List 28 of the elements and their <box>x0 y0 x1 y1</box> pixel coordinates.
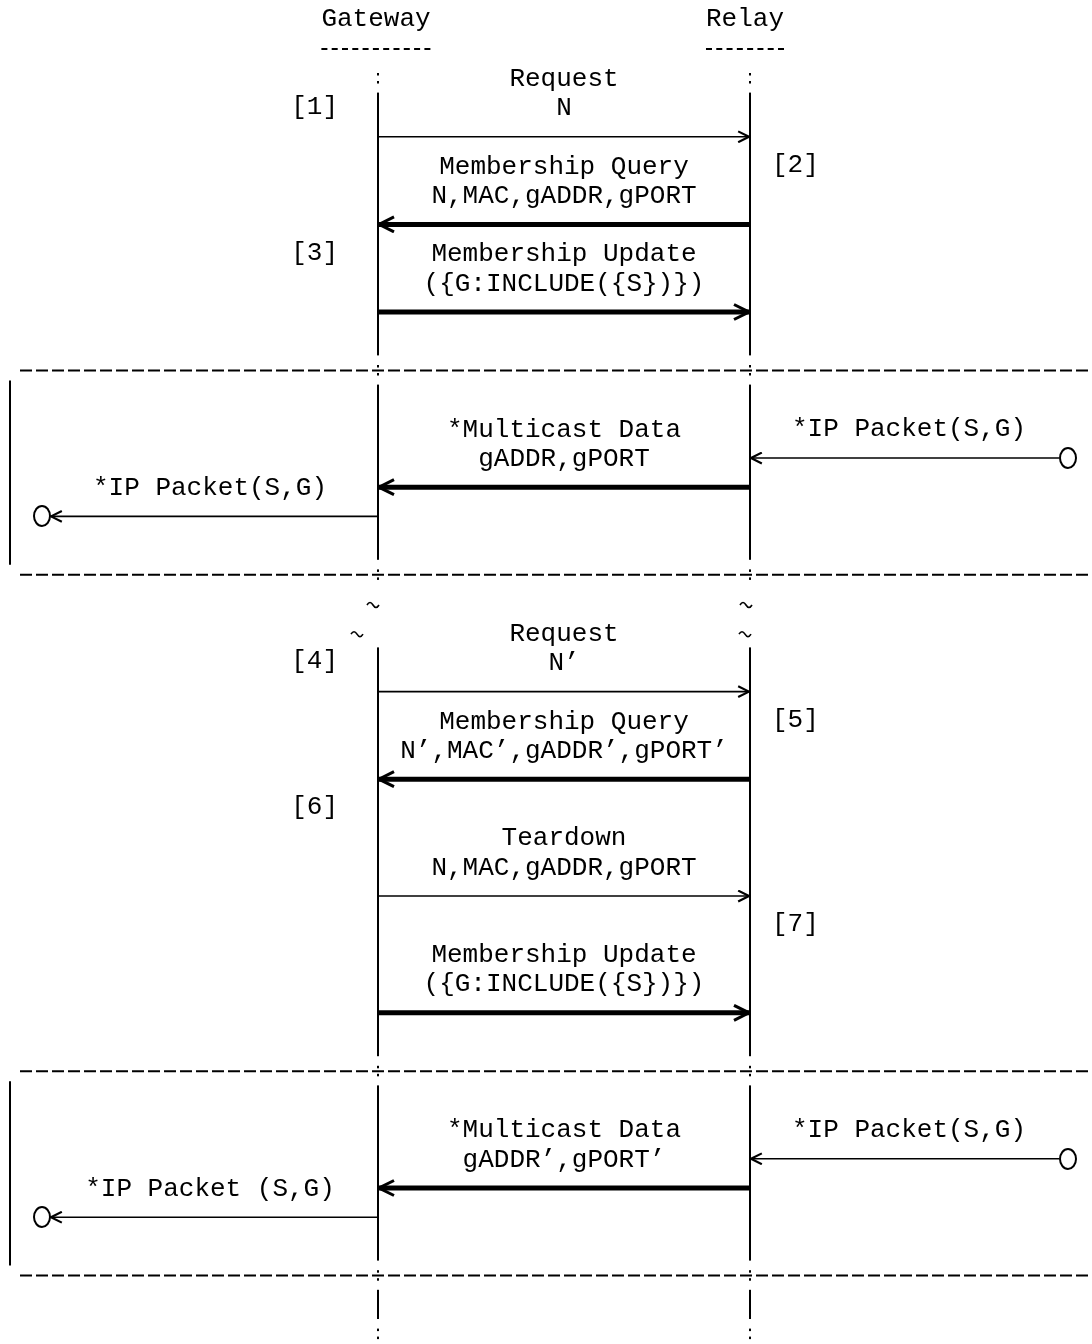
endpoint-circle <box>1059 447 1077 469</box>
endpoint-circle <box>33 505 51 528</box>
double-arrow <box>377 215 749 234</box>
arrow <box>49 1210 378 1224</box>
arrow <box>749 451 1060 465</box>
arrow <box>749 1152 1060 1166</box>
callout-number: [6] <box>291 793 338 823</box>
callout-number: [1] <box>291 93 338 123</box>
endpoint-circle <box>33 1206 51 1229</box>
lifeline <box>749 72 751 1340</box>
callout-number: [5] <box>772 706 819 736</box>
double-arrow <box>379 1003 751 1022</box>
double-arrow <box>377 478 749 497</box>
arrow <box>49 509 378 523</box>
callout-number: [7] <box>772 910 819 940</box>
lifeline-heading: Gateway <box>321 5 431 50</box>
arrow <box>378 130 751 144</box>
double-arrow <box>379 303 751 321</box>
callout-number: [3] <box>291 239 338 269</box>
callout-number: [2] <box>772 151 819 181</box>
callout-number: [4] <box>291 647 338 677</box>
arrow <box>378 889 751 903</box>
endpoint-circle <box>1059 1147 1077 1170</box>
lifeline <box>377 72 379 1340</box>
double-arrow <box>377 1179 749 1197</box>
lifeline-heading: Relay <box>706 5 784 50</box>
arrow <box>378 685 751 699</box>
double-arrow <box>377 770 749 789</box>
